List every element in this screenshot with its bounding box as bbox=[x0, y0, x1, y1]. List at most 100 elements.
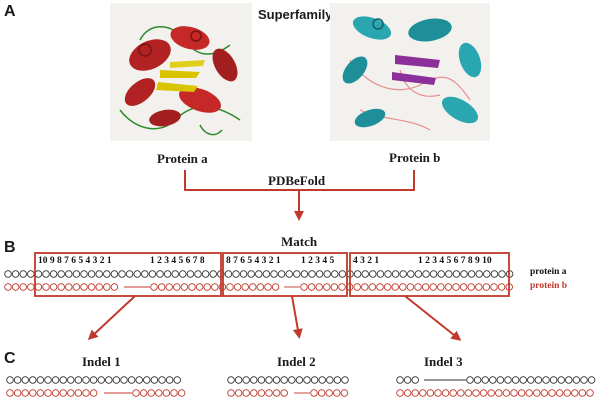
indel2-b-residue bbox=[310, 389, 318, 397]
row-a-residue bbox=[171, 270, 179, 278]
row-a-residue bbox=[399, 270, 407, 278]
indel3-b-residue bbox=[548, 389, 556, 397]
row-a-residue bbox=[65, 270, 73, 278]
row-b-residue bbox=[157, 283, 166, 291]
row-a-residue bbox=[369, 270, 377, 278]
indel-3-label: Indel 3 bbox=[424, 354, 463, 369]
indel3-arrow bbox=[404, 295, 462, 341]
row-b-residue bbox=[429, 283, 437, 291]
row-a-residue bbox=[338, 270, 347, 278]
row-b-residue bbox=[42, 283, 50, 291]
indel3-a-residue bbox=[565, 376, 573, 384]
indel2-a-residue bbox=[242, 376, 250, 384]
row-a-residue bbox=[270, 270, 278, 278]
indel2-a-residue bbox=[280, 376, 288, 384]
row-label-protein-b: protein b bbox=[530, 281, 567, 291]
indel1-a-residue bbox=[59, 376, 67, 384]
row-a-residue bbox=[331, 270, 339, 278]
match-box-3 bbox=[349, 252, 510, 297]
indel2-a-residue bbox=[295, 376, 304, 384]
indel1-b-residue bbox=[59, 389, 67, 397]
row-b-residue bbox=[34, 283, 43, 291]
row-a-residue bbox=[262, 270, 271, 278]
alignment-row-a bbox=[4, 270, 514, 278]
row-a-residue bbox=[460, 270, 468, 278]
row-a-residue bbox=[4, 270, 12, 278]
indel1-b-residue bbox=[147, 389, 155, 397]
superfamily-title: Superfamily bbox=[258, 7, 333, 22]
indel1-b-residue bbox=[44, 389, 52, 397]
indel1-b-residue bbox=[132, 389, 140, 397]
protein-b-label: Protein b bbox=[389, 150, 440, 165]
indel3-a-residue bbox=[511, 376, 520, 384]
row-b-residue bbox=[180, 283, 189, 291]
box2-numbers-left: 8 7 6 5 4 3 2 1 bbox=[226, 256, 281, 266]
row-a-residue bbox=[224, 270, 233, 278]
indel1-a-residue bbox=[51, 376, 60, 384]
row-a-residue bbox=[156, 270, 164, 278]
indel3-a-residue bbox=[466, 376, 474, 384]
row-b-residue bbox=[173, 283, 181, 291]
indel3-b-residue bbox=[411, 389, 419, 397]
row-b-residue bbox=[249, 283, 257, 291]
row-b-residue bbox=[188, 283, 196, 291]
row-b-residue bbox=[11, 283, 20, 291]
row-a-residue bbox=[95, 270, 103, 278]
row-a-residue bbox=[232, 270, 240, 278]
indel1-a-residue bbox=[6, 376, 14, 384]
row-a-residue bbox=[255, 270, 263, 278]
indel2-a-residue bbox=[257, 376, 266, 384]
row-a-residue bbox=[353, 270, 362, 278]
indel1-b-residue bbox=[51, 389, 60, 397]
indel3-b-residue bbox=[487, 389, 495, 397]
indel1-a-residue bbox=[44, 376, 52, 384]
row-a-residue bbox=[445, 270, 453, 278]
indel3-a-residue bbox=[557, 376, 565, 384]
row-a-residue bbox=[34, 270, 43, 278]
row-b-residue bbox=[406, 283, 415, 291]
indel1-a-residue bbox=[89, 376, 98, 384]
indel1-a-residue bbox=[173, 376, 181, 384]
row-b-residue bbox=[368, 283, 377, 291]
indel3-a-residue bbox=[542, 376, 550, 384]
row-a-residue bbox=[277, 270, 286, 278]
row-a-residue bbox=[72, 270, 81, 278]
indel-1-rows bbox=[6, 376, 186, 397]
row-a-residue bbox=[490, 270, 499, 278]
row-b-residue bbox=[226, 283, 234, 291]
row-b-residue bbox=[110, 283, 119, 291]
indel3-a-residue bbox=[549, 376, 558, 384]
row-a-residue bbox=[141, 270, 149, 278]
indel3-b-residue bbox=[441, 389, 450, 397]
indel1-a-residue bbox=[105, 376, 113, 384]
protein-b-structure-image bbox=[330, 3, 490, 141]
row-a-residue bbox=[194, 270, 202, 278]
indel3-b-residue bbox=[403, 389, 412, 397]
panel-label-b: B bbox=[4, 239, 16, 256]
row-b-residue bbox=[482, 283, 491, 291]
row-a-residue bbox=[201, 270, 210, 278]
indel2-a-residue bbox=[303, 376, 311, 384]
row-a-residue bbox=[300, 270, 309, 278]
row-a-residue bbox=[407, 270, 415, 278]
row-b-residue bbox=[315, 283, 323, 291]
indel-2-rows bbox=[227, 376, 349, 397]
row-b-residue bbox=[399, 283, 407, 291]
indel1-b-residue bbox=[29, 389, 37, 397]
row-b-residue bbox=[490, 283, 498, 291]
indel3-b-residue bbox=[571, 389, 579, 397]
indel2-b-residue bbox=[340, 389, 349, 397]
indel1-b-residue bbox=[21, 389, 29, 397]
indel3-a-residue bbox=[587, 376, 596, 384]
indel3-b-residue bbox=[464, 389, 473, 397]
indel1-b-residue bbox=[155, 389, 163, 397]
row-b-residue bbox=[150, 283, 158, 291]
row-a-residue bbox=[148, 270, 157, 278]
row-a-residue bbox=[19, 270, 27, 278]
indel2-b-residue bbox=[280, 389, 288, 397]
row-a-residue bbox=[323, 270, 331, 278]
indel3-a-residue bbox=[572, 376, 581, 384]
indel2-a-residue bbox=[272, 376, 281, 384]
row-a-residue bbox=[293, 270, 301, 278]
row-a-residue bbox=[80, 270, 88, 278]
